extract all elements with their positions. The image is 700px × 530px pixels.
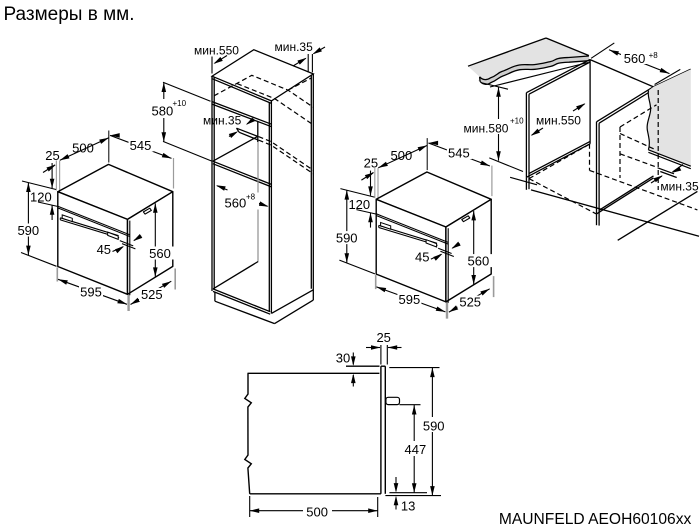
svg-text:25: 25 (376, 330, 390, 345)
svg-text:560: 560 (225, 196, 247, 211)
svg-text:447: 447 (405, 442, 427, 457)
svg-text:+10: +10 (510, 117, 524, 126)
svg-text:мин.550: мин.550 (536, 114, 581, 128)
svg-text:мин.35: мин.35 (203, 114, 242, 128)
svg-text:MAUNFELD AEOH60106xx: MAUNFELD AEOH60106xx (499, 511, 692, 528)
svg-text:500: 500 (306, 505, 328, 520)
svg-text:590: 590 (423, 419, 445, 434)
svg-text:13: 13 (401, 498, 415, 513)
svg-text:580: 580 (152, 104, 174, 119)
svg-text:мин.580: мин.580 (464, 122, 509, 136)
svg-text:мин.35: мин.35 (660, 180, 699, 194)
svg-text:Размеры в мм.: Размеры в мм. (4, 4, 135, 25)
svg-text:мин.550: мин.550 (194, 44, 239, 58)
svg-text:+10: +10 (173, 99, 187, 108)
svg-text:мин.35: мин.35 (275, 40, 314, 54)
svg-text:560: 560 (624, 51, 646, 66)
svg-text:+8: +8 (246, 193, 256, 202)
svg-text:+8: +8 (649, 51, 659, 60)
svg-text:30: 30 (336, 351, 350, 366)
